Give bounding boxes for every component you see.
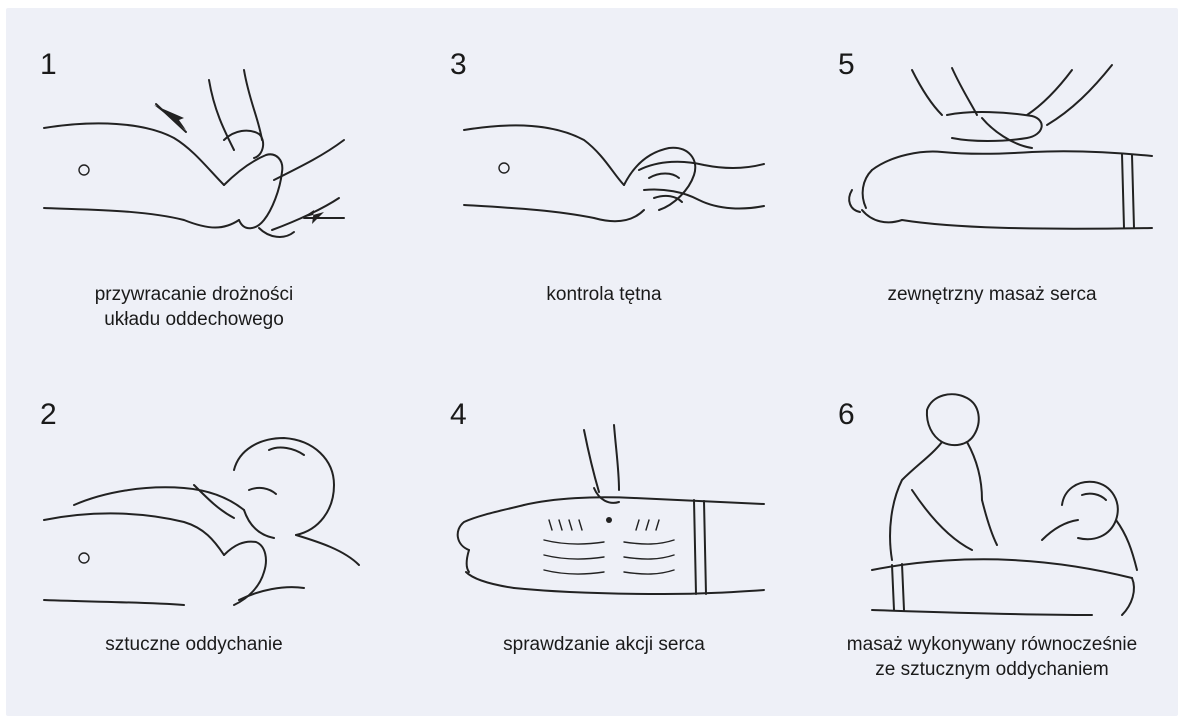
panel-4: 4 (424, 370, 784, 710)
caption-line: sprawdzanie akcji serca (424, 632, 784, 657)
panel-1: 1 (14, 20, 374, 360)
panel-3: 3 kontrola tętna (424, 20, 784, 360)
panel-caption: zewnętrzny masaż serca (812, 282, 1172, 307)
airway-illustration (34, 60, 364, 260)
panel-caption: kontrola tętna (424, 282, 784, 307)
caption-line: przywracanie drożności (14, 282, 374, 307)
caption-line: zewnętrzny masaż serca (812, 282, 1172, 307)
panel-caption: sztuczne oddychanie (14, 632, 374, 657)
rescue-breathing-illustration (34, 410, 364, 610)
panel-caption: sprawdzanie akcji serca (424, 632, 784, 657)
two-rescuer-cpr-illustration (832, 410, 1162, 610)
caption-line: ze sztucznym oddychaniem (812, 657, 1172, 682)
figure-frame: 1 (6, 8, 1178, 716)
caption-line: sztuczne oddychanie (14, 632, 374, 657)
caption-line: masaż wykonywany równocześnie (812, 632, 1172, 657)
panel-caption: masaż wykonywany równocześnie ze sztuczn… (812, 632, 1172, 682)
heart-check-illustration (444, 410, 774, 610)
panel-6: 6 (812, 370, 1172, 710)
chest-compression-illustration (832, 60, 1162, 260)
panel-5: 5 zewnętrzny masaż se (812, 20, 1172, 360)
panel-2: 2 sztuczne oddychanie (14, 370, 374, 710)
caption-line: układu oddechowego (14, 307, 374, 332)
panel-caption: przywracanie drożności układu oddechoweg… (14, 282, 374, 332)
pulse-check-illustration (444, 60, 774, 260)
caption-line: kontrola tętna (424, 282, 784, 307)
